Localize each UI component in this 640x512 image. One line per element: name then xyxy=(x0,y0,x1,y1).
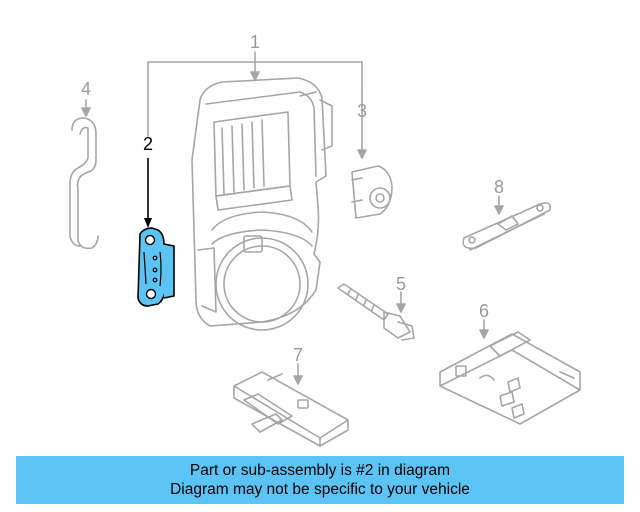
callout-7: 7 xyxy=(293,345,304,365)
callout-6: 6 xyxy=(479,301,490,321)
part-3-bracket xyxy=(351,95,393,219)
part-5-bolt xyxy=(337,283,415,341)
main-assembly-part-1 xyxy=(191,77,333,331)
callout-4: 4 xyxy=(81,79,92,99)
part-4-wire-clip xyxy=(69,99,99,250)
part-7-flat-bracket xyxy=(233,363,349,447)
callout-1: 1 xyxy=(250,32,261,52)
callout-2: 2 xyxy=(143,134,154,154)
part-6-plate xyxy=(439,319,581,425)
part-8-strip xyxy=(462,195,552,251)
banner-line-2: Diagram may not be specific to your vehi… xyxy=(170,481,470,498)
part-2-hinge-bracket xyxy=(137,158,175,307)
info-banner: Part or sub-assembly is #2 in diagram Di… xyxy=(16,456,624,504)
callout-1-leader xyxy=(147,51,363,137)
banner-line-1: Part or sub-assembly is #2 in diagram xyxy=(189,462,451,479)
parts-diagram xyxy=(69,51,581,447)
callout-5: 5 xyxy=(396,274,407,294)
callout-8: 8 xyxy=(494,177,505,197)
callout-3: 3 xyxy=(357,101,368,121)
